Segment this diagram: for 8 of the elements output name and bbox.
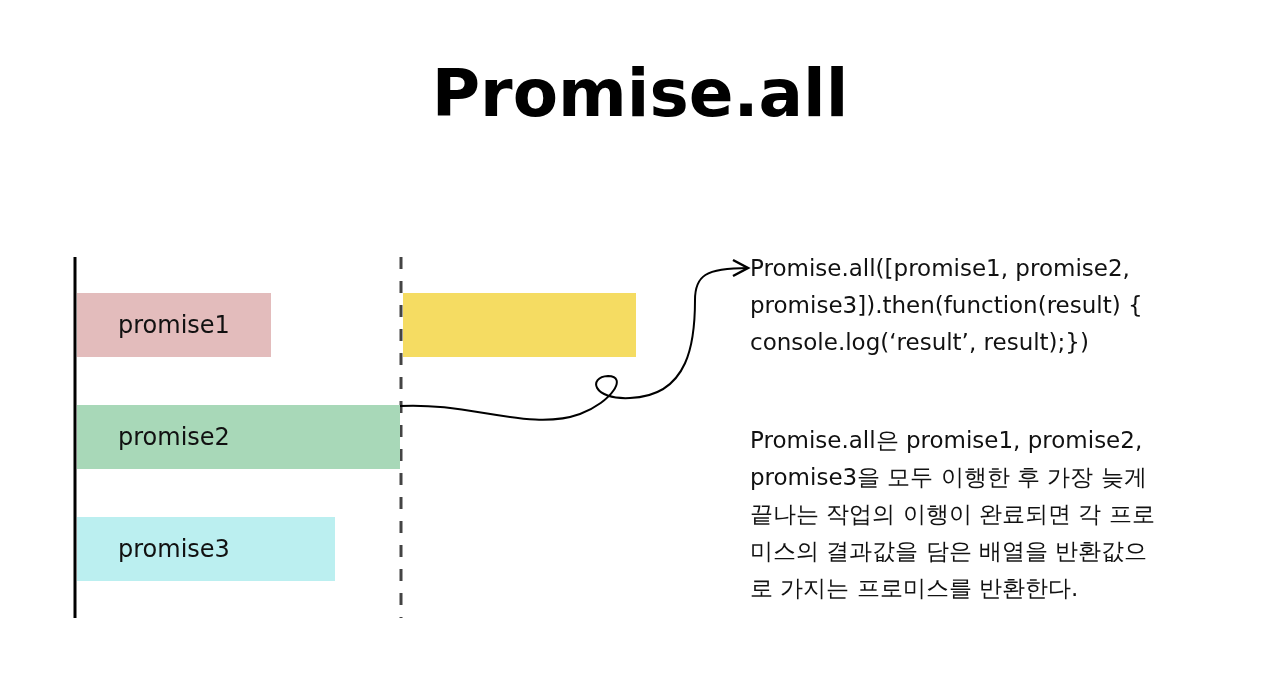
promise-bar: promise3 (77, 517, 335, 581)
promise-bar: promise2 (77, 405, 400, 469)
title: Promise.all (430, 55, 850, 132)
description-text: Promise.all은 promise1, promise2, promise3을 모두 이행한 후 가장 늦게 끝나는 작업의 이행이 완료되면 각 프로미스의 결과값을 담은 배열을 반환값으로 가지는 프로미스를 반환한다. (750, 426, 1156, 603)
promise-bar: promise1 (77, 293, 271, 357)
result-bar (403, 293, 636, 357)
curly-arrow (399, 259, 750, 421)
code-text: Promise.all([promise1, promise2, promise3]).then(function(result) { console.log(‘result’, result);}) (750, 250, 1170, 361)
